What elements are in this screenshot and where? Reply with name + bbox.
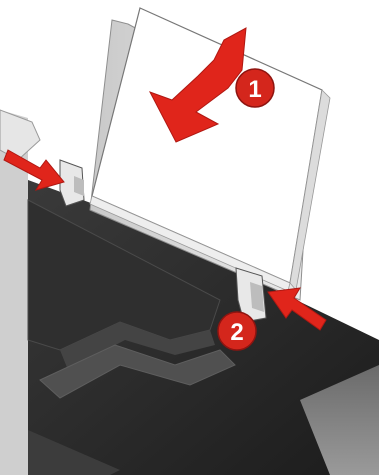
svg-text:1: 1: [248, 76, 261, 103]
svg-text:2: 2: [230, 319, 243, 346]
callout-1-badge: 1: [236, 69, 274, 107]
callout-2-badge: 2: [218, 312, 256, 350]
left-paper-guide[interactable]: [60, 160, 84, 206]
